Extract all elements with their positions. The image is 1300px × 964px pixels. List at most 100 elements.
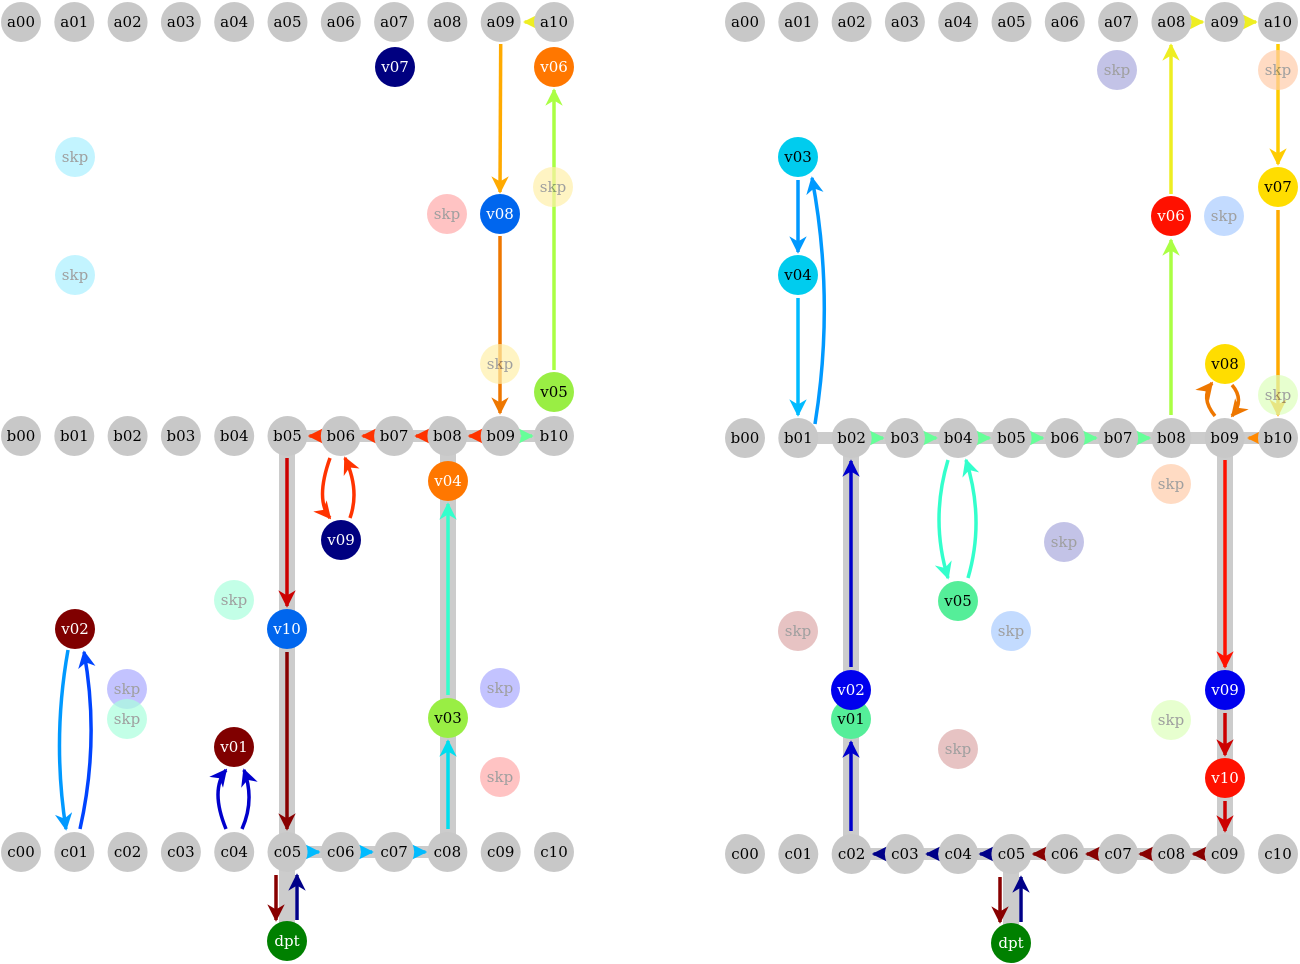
- node-b05: b05: [991, 418, 1032, 458]
- skip-marker: skp: [480, 344, 520, 384]
- node-b04: b04: [938, 418, 979, 458]
- vehicle-v10: v10: [1205, 758, 1245, 798]
- svg-text:a01: a01: [60, 13, 88, 31]
- svg-text:b03: b03: [167, 427, 196, 445]
- svg-text:a06: a06: [1051, 13, 1079, 31]
- svg-text:skp: skp: [62, 148, 88, 166]
- node-c06: c06: [320, 832, 361, 872]
- node-c07: c07: [1098, 834, 1139, 874]
- svg-text:v03: v03: [783, 148, 812, 166]
- svg-text:b09: b09: [486, 427, 515, 445]
- svg-text:v09: v09: [326, 531, 355, 549]
- svg-text:a07: a07: [380, 13, 408, 31]
- svg-text:v06: v06: [1156, 207, 1185, 225]
- node-a07: a07: [374, 2, 415, 42]
- node-b02: b02: [107, 416, 148, 456]
- svg-text:b09: b09: [1210, 429, 1239, 447]
- svg-text:b10: b10: [1264, 429, 1293, 447]
- skip-marker: skp: [1204, 196, 1244, 236]
- svg-text:a01: a01: [784, 13, 812, 31]
- vehicle-v06: v06: [534, 47, 574, 87]
- svg-text:v05: v05: [539, 383, 568, 401]
- vehicle-v04: v04: [778, 255, 818, 295]
- vehicle-v05: v05: [938, 581, 978, 621]
- svg-text:a05: a05: [997, 13, 1025, 31]
- node-a08: a08: [427, 2, 468, 42]
- route-arrow-v02: [54, 649, 73, 831]
- svg-text:c02: c02: [838, 845, 866, 863]
- svg-text:skp: skp: [1104, 61, 1130, 79]
- node-b08: b08: [427, 416, 468, 456]
- node-a04: a04: [938, 2, 979, 42]
- svg-text:b10: b10: [540, 427, 569, 445]
- node-c03: c03: [884, 834, 925, 874]
- svg-text:v08: v08: [485, 205, 514, 223]
- skip-marker: skp: [1097, 50, 1137, 90]
- node-a07: a07: [1098, 2, 1139, 42]
- node-a01: a01: [54, 2, 95, 42]
- node-b04: b04: [214, 416, 255, 456]
- skip-marker: skp: [55, 255, 95, 295]
- skip-marker: skp: [427, 194, 467, 234]
- svg-text:a08: a08: [1157, 13, 1185, 31]
- svg-text:c07: c07: [1104, 845, 1132, 863]
- svg-text:a09: a09: [487, 13, 515, 31]
- svg-text:c08: c08: [1158, 845, 1186, 863]
- svg-text:b01: b01: [784, 429, 813, 447]
- svg-text:a07: a07: [1104, 13, 1132, 31]
- svg-text:c00: c00: [731, 845, 759, 863]
- svg-text:a04: a04: [944, 13, 972, 31]
- svg-text:b07: b07: [380, 427, 409, 445]
- svg-text:v10: v10: [1210, 769, 1239, 787]
- svg-text:c06: c06: [1051, 845, 1079, 863]
- node-a10: a10: [1258, 2, 1298, 42]
- node-b02: b02: [831, 418, 872, 458]
- skip-marker: skp: [55, 137, 95, 177]
- node-c10: c10: [534, 832, 574, 872]
- svg-text:a03: a03: [167, 13, 195, 31]
- skip-marker: skp: [107, 669, 147, 709]
- vehicle-v02: v02: [55, 609, 95, 649]
- vehicle-v07: v07: [375, 47, 415, 87]
- node-b09: b09: [1204, 418, 1245, 458]
- skip-marker: skp: [1258, 50, 1298, 90]
- skip-marker: skp: [938, 729, 978, 769]
- svg-text:b00: b00: [731, 429, 760, 447]
- svg-text:a06: a06: [327, 13, 355, 31]
- svg-text:v09: v09: [1210, 681, 1239, 699]
- node-a04: a04: [214, 2, 255, 42]
- node-b07: b07: [374, 416, 415, 456]
- svg-text:skp: skp: [114, 680, 140, 698]
- vehicle-v07: v07: [1258, 167, 1298, 207]
- svg-text:v07: v07: [1263, 178, 1292, 196]
- node-c05: c05: [991, 834, 1032, 874]
- svg-text:c04: c04: [220, 843, 248, 861]
- node-b01: b01: [778, 418, 819, 458]
- svg-text:b02: b02: [837, 429, 866, 447]
- svg-text:skp: skp: [1051, 533, 1077, 551]
- svg-text:skp: skp: [487, 355, 513, 373]
- node-c00: c00: [725, 834, 765, 874]
- node-b10: b10: [1258, 418, 1298, 458]
- depot-node: dpt: [991, 923, 1031, 963]
- node-b10: b10: [534, 416, 574, 456]
- svg-text:skp: skp: [487, 768, 513, 786]
- svg-text:skp: skp: [945, 740, 971, 758]
- svg-text:b08: b08: [433, 427, 462, 445]
- svg-text:skp: skp: [221, 591, 247, 609]
- vehicle-v03: v03: [428, 698, 468, 738]
- skip-marker: skp: [778, 611, 818, 651]
- svg-text:skp: skp: [1265, 386, 1291, 404]
- svg-text:b05: b05: [997, 429, 1026, 447]
- node-a06: a06: [320, 2, 361, 42]
- svg-text:c06: c06: [327, 843, 355, 861]
- svg-text:c08: c08: [434, 843, 462, 861]
- svg-text:skp: skp: [434, 205, 460, 223]
- svg-text:c01: c01: [61, 843, 89, 861]
- svg-text:skp: skp: [1158, 475, 1184, 493]
- svg-text:v02: v02: [836, 681, 865, 699]
- vehicle-v01: v01: [831, 699, 871, 739]
- svg-text:c10: c10: [540, 843, 568, 861]
- svg-text:skp: skp: [114, 710, 140, 728]
